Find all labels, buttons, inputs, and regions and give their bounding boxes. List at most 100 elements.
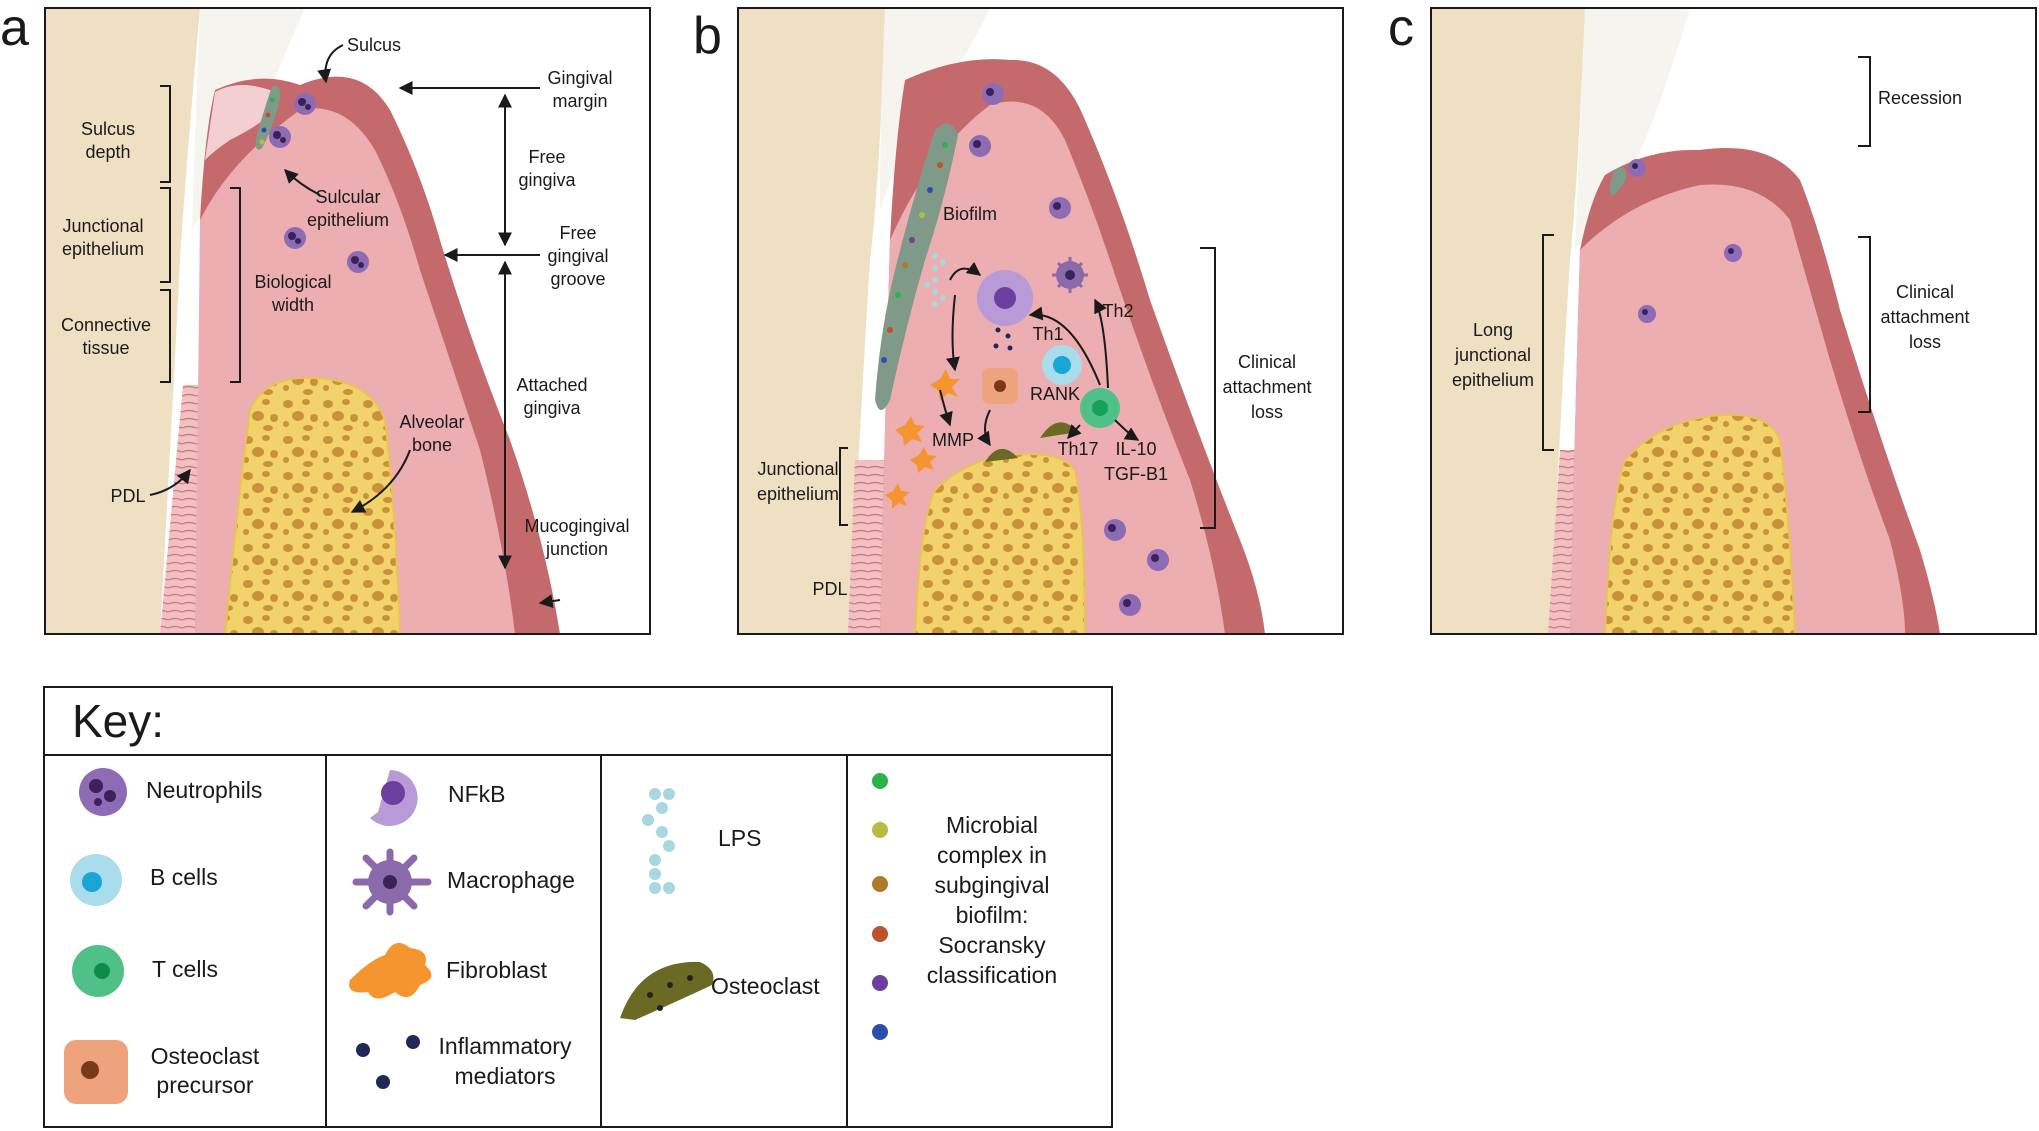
key-box: Key: Neutrophils B cells T cells Osteocl… xyxy=(43,686,1113,1128)
alveolar-bone xyxy=(223,376,402,634)
label-long-3: epithelium xyxy=(1452,370,1534,390)
label-biological-width-1: Biological xyxy=(254,272,331,292)
label-th2: Th2 xyxy=(1102,301,1133,321)
tooth-root-b xyxy=(738,8,885,634)
label-pdl-a: PDL xyxy=(110,486,145,506)
key-oc-precursor-1: Osteoclast xyxy=(151,1043,260,1069)
panel-c: c Recession Clinical attachment loss Lon… xyxy=(1388,0,2037,635)
label-attached-gingiva-1: Attached xyxy=(516,375,587,395)
label-connective-tissue-2: tissue xyxy=(82,338,129,358)
label-junctional-epithelium-2: epithelium xyxy=(62,239,144,259)
label-rank: RANK xyxy=(1030,384,1080,404)
oc-precursor-b xyxy=(982,368,1018,404)
label-clinical-1-c: Clinical xyxy=(1896,282,1954,302)
tooth-root-c xyxy=(1431,8,1585,634)
key-nfkb-icon xyxy=(370,770,418,826)
key-osteoclast-icon xyxy=(620,961,714,1020)
label-pdl-b: PDL xyxy=(812,579,847,599)
key-bcell-icon xyxy=(70,854,122,906)
key-inflammatory-2: mediators xyxy=(455,1063,556,1089)
panel-a: a Sulcus Gingival margin Sulcus depth Fr… xyxy=(0,0,651,635)
label-sulcular-epithelium-2: epithelium xyxy=(307,210,389,230)
key-neutrophils: Neutrophils xyxy=(146,777,262,803)
label-tgfb1: TGF-B1 xyxy=(1104,464,1168,484)
label-il10: IL-10 xyxy=(1115,439,1156,459)
label-sulcular-epithelium-1: Sulcular xyxy=(315,187,380,207)
label-biofilm: Biofilm xyxy=(943,204,997,224)
label-mucogingival-2: junction xyxy=(545,539,608,559)
key-bcells: B cells xyxy=(150,864,218,890)
key-lps: LPS xyxy=(718,825,761,851)
label-free-gingival-groove-3: groove xyxy=(550,269,605,289)
neutrophils-c xyxy=(1628,159,1742,323)
panel-letter-c: c xyxy=(1388,0,1414,57)
neutrophils-b xyxy=(969,83,1169,616)
label-junctional-1-b: Junctional xyxy=(757,459,838,479)
label-biological-width-2: width xyxy=(271,295,314,315)
key-fibroblast-icon xyxy=(349,942,432,999)
label-sulcus-depth-2: depth xyxy=(85,142,130,162)
key-microbial-6: classification xyxy=(927,962,1057,988)
label-clinical-2-c: attachment xyxy=(1880,307,1969,327)
key-microbial-3: subgingival xyxy=(934,872,1049,898)
label-recession: Recession xyxy=(1878,88,1962,108)
label-clinical-2-b: attachment xyxy=(1222,377,1311,397)
bcell-b xyxy=(1042,345,1082,385)
label-long-1: Long xyxy=(1473,320,1513,340)
label-gingival-margin-2: margin xyxy=(552,91,607,111)
key-microbial-1: Microbial xyxy=(946,812,1038,838)
label-alveolar-bone-1: Alveolar xyxy=(399,412,464,432)
panel-letter-a: a xyxy=(0,0,29,57)
key-nfkb: NFkB xyxy=(448,781,506,807)
key-oc-precursor-2: precursor xyxy=(156,1072,253,1098)
key-macrophage-icon xyxy=(352,848,432,916)
key-lps-icon xyxy=(642,788,675,894)
tooth-root xyxy=(45,8,200,634)
key-microbial-4: biofilm: xyxy=(956,902,1029,928)
neutrophils-a xyxy=(269,93,369,273)
label-free-gingival-groove-2: gingival xyxy=(547,246,608,266)
label-th17: Th17 xyxy=(1057,439,1098,459)
key-neutrophil-icon xyxy=(79,768,127,816)
label-alveolar-bone-2: bone xyxy=(412,435,452,455)
label-connective-tissue-1: Connective xyxy=(61,315,151,335)
panel-letter-b: b xyxy=(693,7,722,65)
label-clinical-3-b: loss xyxy=(1251,402,1283,422)
label-clinical-1-b: Clinical xyxy=(1238,352,1296,372)
key-macrophage: Macrophage xyxy=(447,867,575,893)
alveolar-bone-c xyxy=(1603,413,1797,634)
label-long-2: junctional xyxy=(1454,345,1531,365)
fibroblasts-b xyxy=(885,369,960,509)
tcell-b xyxy=(1080,388,1120,428)
biofilm-b xyxy=(875,123,958,411)
label-th1: Th1 xyxy=(1032,324,1063,344)
lps-b xyxy=(924,253,946,307)
label-attached-gingiva-2: gingiva xyxy=(523,398,581,418)
label-junctional-2-b: epithelium xyxy=(757,484,839,504)
key-tcells: T cells xyxy=(152,956,218,982)
tooth-enamel-b xyxy=(880,8,990,210)
mediators-b xyxy=(993,327,1013,351)
label-gingival-margin-1: Gingival xyxy=(547,68,612,88)
nfkb-cell-b xyxy=(977,270,1033,326)
key-oc-precursor-icon xyxy=(64,1040,128,1104)
label-free-gingival-groove-1: Free xyxy=(559,223,596,243)
label-clinical-3-c: loss xyxy=(1909,332,1941,352)
panel-b: b Biofilm Th2 Th1 RANK Th17 IL-10 TGF-B1… xyxy=(693,7,1344,635)
label-junctional-epithelium-1: Junctional xyxy=(62,216,143,236)
label-free-gingiva-2: gingiva xyxy=(518,170,576,190)
label-free-gingiva-1: Free xyxy=(528,147,565,167)
label-mucogingival-1: Mucogingival xyxy=(524,516,629,536)
label-sulcus: Sulcus xyxy=(347,35,401,55)
label-sulcus-depth-1: Sulcus xyxy=(81,119,135,139)
key-osteoclast: Osteoclast xyxy=(711,973,820,999)
macrophage-b xyxy=(1052,257,1088,293)
key-tcell-icon xyxy=(72,945,124,997)
label-mmp: MMP xyxy=(932,430,974,450)
key-mediators-icon xyxy=(356,1035,420,1089)
key-microbial-5: Socransky xyxy=(938,932,1046,958)
key-microbial-2: complex in xyxy=(937,842,1047,868)
key-fibroblast: Fibroblast xyxy=(446,957,548,983)
key-title: Key: xyxy=(72,695,164,747)
